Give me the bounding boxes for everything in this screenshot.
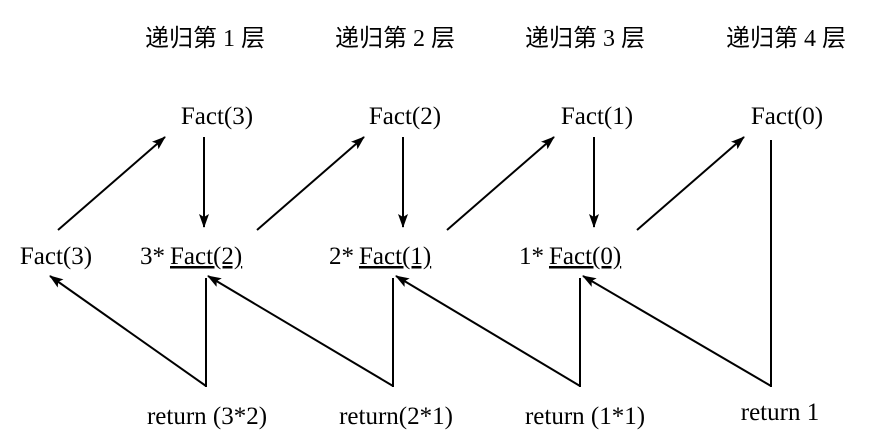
return-arrow-2 [207,275,394,387]
level-header-3: 递归第 3 层 [525,25,645,52]
return-arrow-3 [395,275,581,387]
call-arrow-3 [446,136,555,231]
level-header-4: 递归第 4 层 [726,25,846,52]
top-call-3: Fact(1) [561,103,633,130]
call-arrow-4 [636,136,745,231]
return-arrow-1 [49,275,207,387]
call-arrow-1 [57,136,166,231]
return-1: return (3*2) [147,403,267,430]
top-call-2: Fact(2) [369,103,441,130]
middle-call-3: Fact(0) [549,243,621,270]
middle-call-1: Fact(2) [170,243,242,270]
level-header-1: 递归第 1 层 [145,25,265,52]
middle-prefix-2: 2* [329,243,354,270]
return-arrow-4 [582,275,772,387]
top-call-4: Fact(0) [751,103,823,130]
call-arrow-2 [256,136,365,231]
return-4: return 1 [741,399,819,426]
initial-call: Fact(3) [20,243,92,270]
return-2: return(2*1) [339,403,453,430]
middle-prefix-3: 1* [519,243,544,270]
level-header-2: 递归第 2 层 [335,25,455,52]
middle-call-2: Fact(1) [359,243,431,270]
top-call-1: Fact(3) [181,103,253,130]
middle-prefix-1: 3* [140,243,165,270]
return-3: return (1*1) [525,403,645,430]
